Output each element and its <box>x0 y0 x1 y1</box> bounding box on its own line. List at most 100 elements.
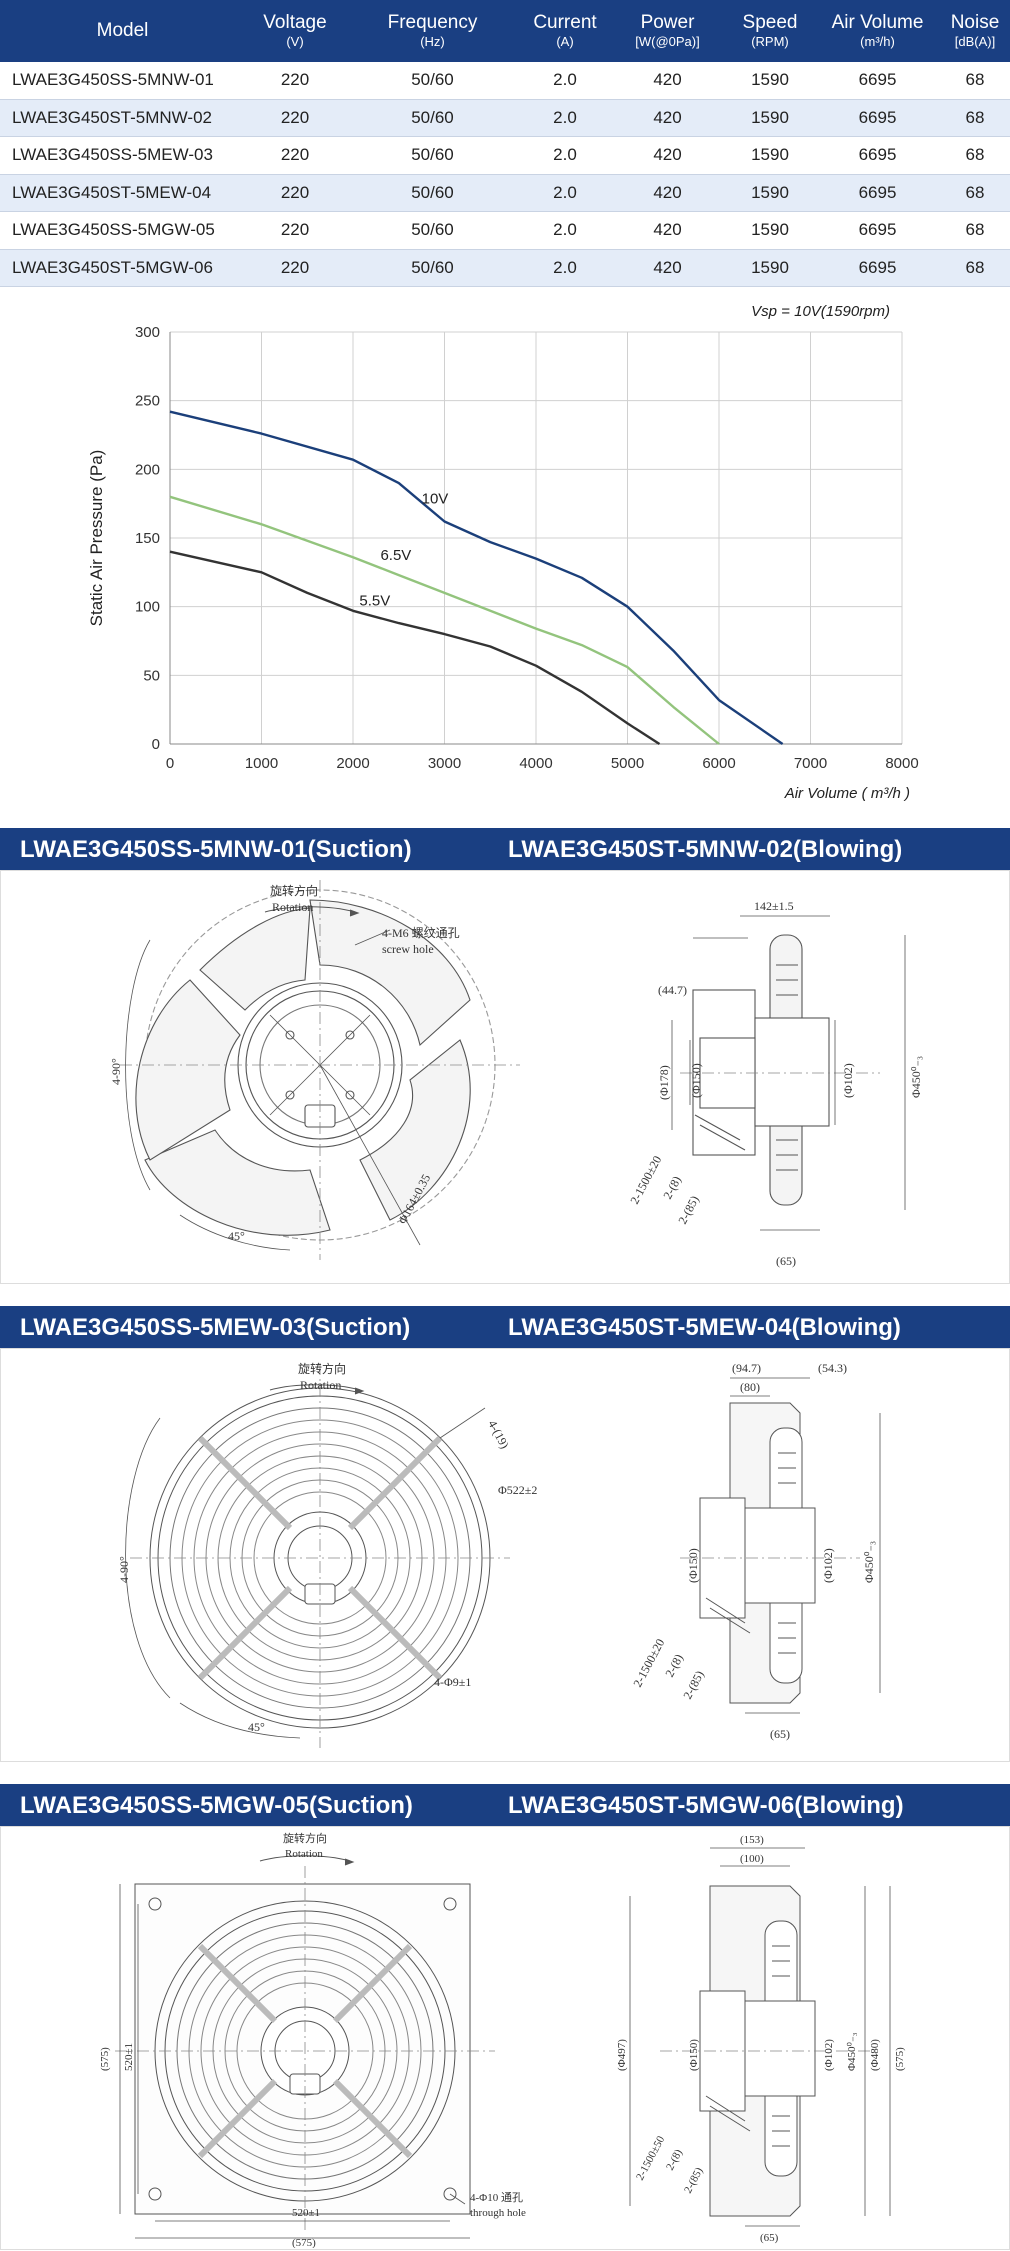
spec-cell: 220 <box>245 62 345 100</box>
spec-cell: 220 <box>245 249 345 287</box>
spec-cell: 220 <box>245 99 345 137</box>
angle-45-label: 45° <box>248 1720 265 1734</box>
dim-102: (Φ102) <box>823 2039 835 2071</box>
series-label: 10V <box>422 491 449 508</box>
rotation-label-cn: 旋转方向 <box>298 1361 346 1376</box>
square-guard-front-view-3 <box>115 1855 495 2239</box>
dim-h575: (575) <box>99 2047 111 2071</box>
spec-cell: 220 <box>245 211 345 250</box>
x-tick-label: 6000 <box>702 755 735 772</box>
y-axis-label: Static Air Pressure (Pa) <box>87 450 106 627</box>
y-tick-label: 0 <box>152 736 160 753</box>
x-tick-label: 1000 <box>245 755 278 772</box>
side-65-label: (65) <box>760 2232 779 2244</box>
x-axis-label: Air Volume ( m³/h ) <box>784 785 910 802</box>
cable-85-label: 2-(85) <box>682 2165 706 2195</box>
dim-480: (Φ480) <box>869 2039 881 2071</box>
model-cell: LWAE3G450ST-5MNW-02 <box>0 99 245 137</box>
table-header-row: Model Voltage(V) Frequency(Hz) Current(A… <box>0 0 1010 62</box>
dim-450: Φ450⁰₋₃ <box>909 1056 923 1098</box>
side-65-label: (65) <box>776 1254 796 1268</box>
spec-cell: 2.0 <box>520 174 610 212</box>
col-header: Frequency(Hz) <box>345 0 520 62</box>
x-tick-label: 0 <box>166 755 174 772</box>
side-width-label: 142±1.5 <box>754 899 794 913</box>
drawing-1: 旋转方向 Rotation 4-M6 螺纹通孔 screw hole 4-90°… <box>0 870 1010 1282</box>
model-cell: LWAE3G450SS-5MEW-03 <box>0 136 245 175</box>
angle-label: 4-90° <box>109 1058 123 1085</box>
dim-450: Φ450⁰₋₃ <box>846 2032 858 2071</box>
spec-cell: 68 <box>940 174 1010 212</box>
cable-85-label: 2-(85) <box>680 1668 706 1701</box>
spec-cell: 6695 <box>815 136 940 175</box>
dim-178: (Φ178) <box>657 1065 671 1100</box>
spec-cell: 1590 <box>725 136 815 175</box>
spec-cell: 6695 <box>815 62 940 100</box>
y-tick-label: 50 <box>143 667 160 684</box>
section-bar-2: LWAE3G450SS-5MEW-03(Suction) LWAE3G450ST… <box>0 1306 1010 1348</box>
rotation-label-en: Rotation <box>272 900 313 914</box>
dim-h520: 520±1 <box>123 2043 135 2071</box>
spec-cell: 6695 <box>815 174 940 212</box>
screw-label-en: screw hole <box>382 942 434 956</box>
holes-label-en: through hole <box>470 2207 526 2219</box>
series-label: 6.5V <box>380 547 411 564</box>
x-tick-label: 8000 <box>885 755 918 772</box>
cable-label: 2-1500±20 <box>630 1636 667 1689</box>
dim-w575: (575) <box>292 2237 316 2248</box>
angle-45-label: 45° <box>228 1229 245 1243</box>
impeller-side-view-1 <box>671 915 906 1231</box>
col-header: Speed(RPM) <box>725 0 815 62</box>
spec-cell: 420 <box>610 211 725 250</box>
x-tick-label: 7000 <box>794 755 827 772</box>
screw-label-cn: 4-M6 螺纹通孔 <box>382 926 460 940</box>
spec-cell: 68 <box>940 62 1010 100</box>
y-tick-label: 100 <box>135 599 160 616</box>
spec-cell: 2.0 <box>520 62 610 100</box>
side-offset-label: (44.7) <box>658 983 687 997</box>
spec-cell: 420 <box>610 62 725 100</box>
cable-label: 2-1500±50 <box>634 2134 667 2183</box>
dim-w520: 520±1 <box>292 2207 320 2219</box>
col-header: Model <box>0 0 245 62</box>
rotation-label-cn: 旋转方向 <box>270 883 318 898</box>
square-guard-side-view-3 <box>629 1847 891 2227</box>
spec-cell: 50/60 <box>345 136 520 175</box>
dim-543: (54.3) <box>818 1361 847 1375</box>
rotation-label-en: Rotation <box>285 1848 323 1860</box>
col-header: Current(A) <box>520 0 610 62</box>
spec-cell: 220 <box>245 174 345 212</box>
spec-cell: 420 <box>610 136 725 175</box>
impeller-front-view-1 <box>120 880 520 1260</box>
section-title-left: LWAE3G450SS-5MEW-03(Suction) <box>20 1314 411 1341</box>
angle-label: 4-90° <box>117 1556 131 1583</box>
dim-522: Φ522±2 <box>498 1483 537 1497</box>
model-cell: LWAE3G450SS-5MGW-05 <box>0 211 245 250</box>
cable-8-label: 2-(8) <box>660 1174 684 1202</box>
section-bar-1: LWAE3G450SS-5MNW-01(Suction) LWAE3G450ST… <box>0 828 1010 870</box>
col-header: Noise[dB(A)] <box>940 0 1010 62</box>
spec-cell: 1590 <box>725 99 815 137</box>
holes-label-cn: 4-Φ10 通孔 <box>470 2191 523 2204</box>
dim-150: (Φ150) <box>688 2039 700 2071</box>
spec-cell: 50/60 <box>345 62 520 100</box>
section-title-left: LWAE3G450SS-5MNW-01(Suction) <box>20 836 412 863</box>
series-label: 5.5V <box>359 592 390 609</box>
spec-cell: 68 <box>940 211 1010 250</box>
drawing-2: 旋转方向 Rotation 4-90° 45° 4-(19) Φ522±2 4-… <box>0 1348 1010 1760</box>
spec-cell: 2.0 <box>520 211 610 250</box>
x-tick-label: 2000 <box>336 755 369 772</box>
spec-cell: 1590 <box>725 211 815 250</box>
dim-150: (Φ150) <box>686 1548 700 1583</box>
y-tick-label: 300 <box>135 324 160 341</box>
spec-cell: 50/60 <box>345 211 520 250</box>
spec-cell: 50/60 <box>345 99 520 137</box>
guard-front-view-2 <box>125 1363 510 1748</box>
chart-title: Vsp = 10V(1590rpm) <box>751 303 890 320</box>
col-header: Air Volume(m³/h) <box>815 0 940 62</box>
